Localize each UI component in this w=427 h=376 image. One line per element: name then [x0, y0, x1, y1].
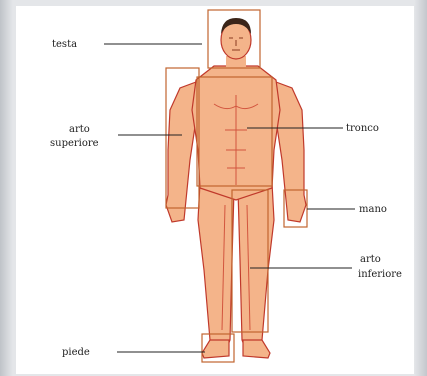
- right-arm: [276, 82, 306, 222]
- left-arm: [166, 82, 196, 222]
- label-arto-inferiore-line1: arto: [360, 254, 381, 265]
- left-foot: [202, 340, 229, 358]
- right-leg: [238, 183, 274, 350]
- right-foot: [243, 340, 270, 358]
- label-tronco: tronco: [346, 123, 379, 134]
- label-arto-inferiore-line2: inferiore: [358, 269, 402, 280]
- label-piede: piede: [62, 347, 90, 358]
- label-testa: testa: [52, 39, 77, 50]
- left-leg: [198, 183, 234, 350]
- label-mano: mano: [359, 204, 387, 215]
- label-arto-superiore-line1: arto: [69, 124, 90, 135]
- label-arto-superiore-line2: superiore: [50, 138, 99, 149]
